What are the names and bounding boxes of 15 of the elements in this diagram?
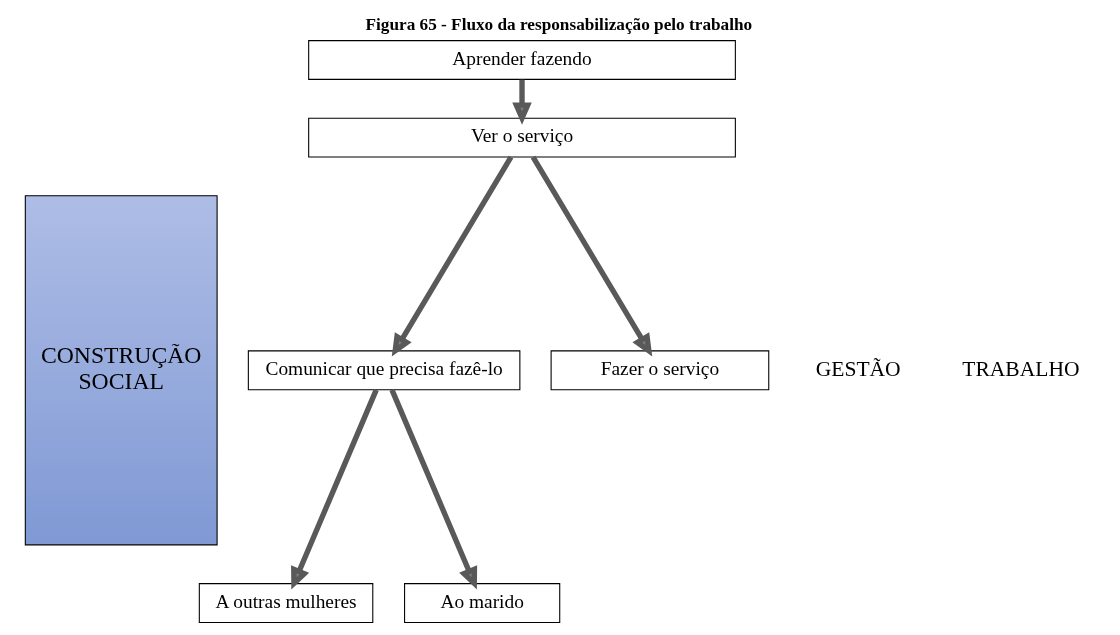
arrow: [291, 388, 379, 590]
node-box: Ao marido: [404, 583, 561, 623]
node-box: Fazer o serviço: [550, 350, 770, 391]
label: TRABALHO: [962, 356, 1080, 381]
arrow: [391, 155, 514, 357]
label: GESTÃO: [815, 356, 901, 381]
diagram-title: Figura 65 - Fluxo da responsabilização pelo trabalho: [365, 14, 753, 34]
node-box: Comunicar que precisa fazê-lo: [247, 350, 521, 391]
arrow: [530, 155, 653, 357]
arrow: [389, 388, 478, 590]
arrow: [512, 79, 532, 125]
node-box: Ver o serviço: [308, 117, 736, 158]
node-box: CONSTRUÇÃO SOCIAL: [24, 195, 218, 546]
node-box: Aprender fazendo: [308, 40, 736, 80]
node-box: A outras mulheres: [198, 583, 374, 623]
